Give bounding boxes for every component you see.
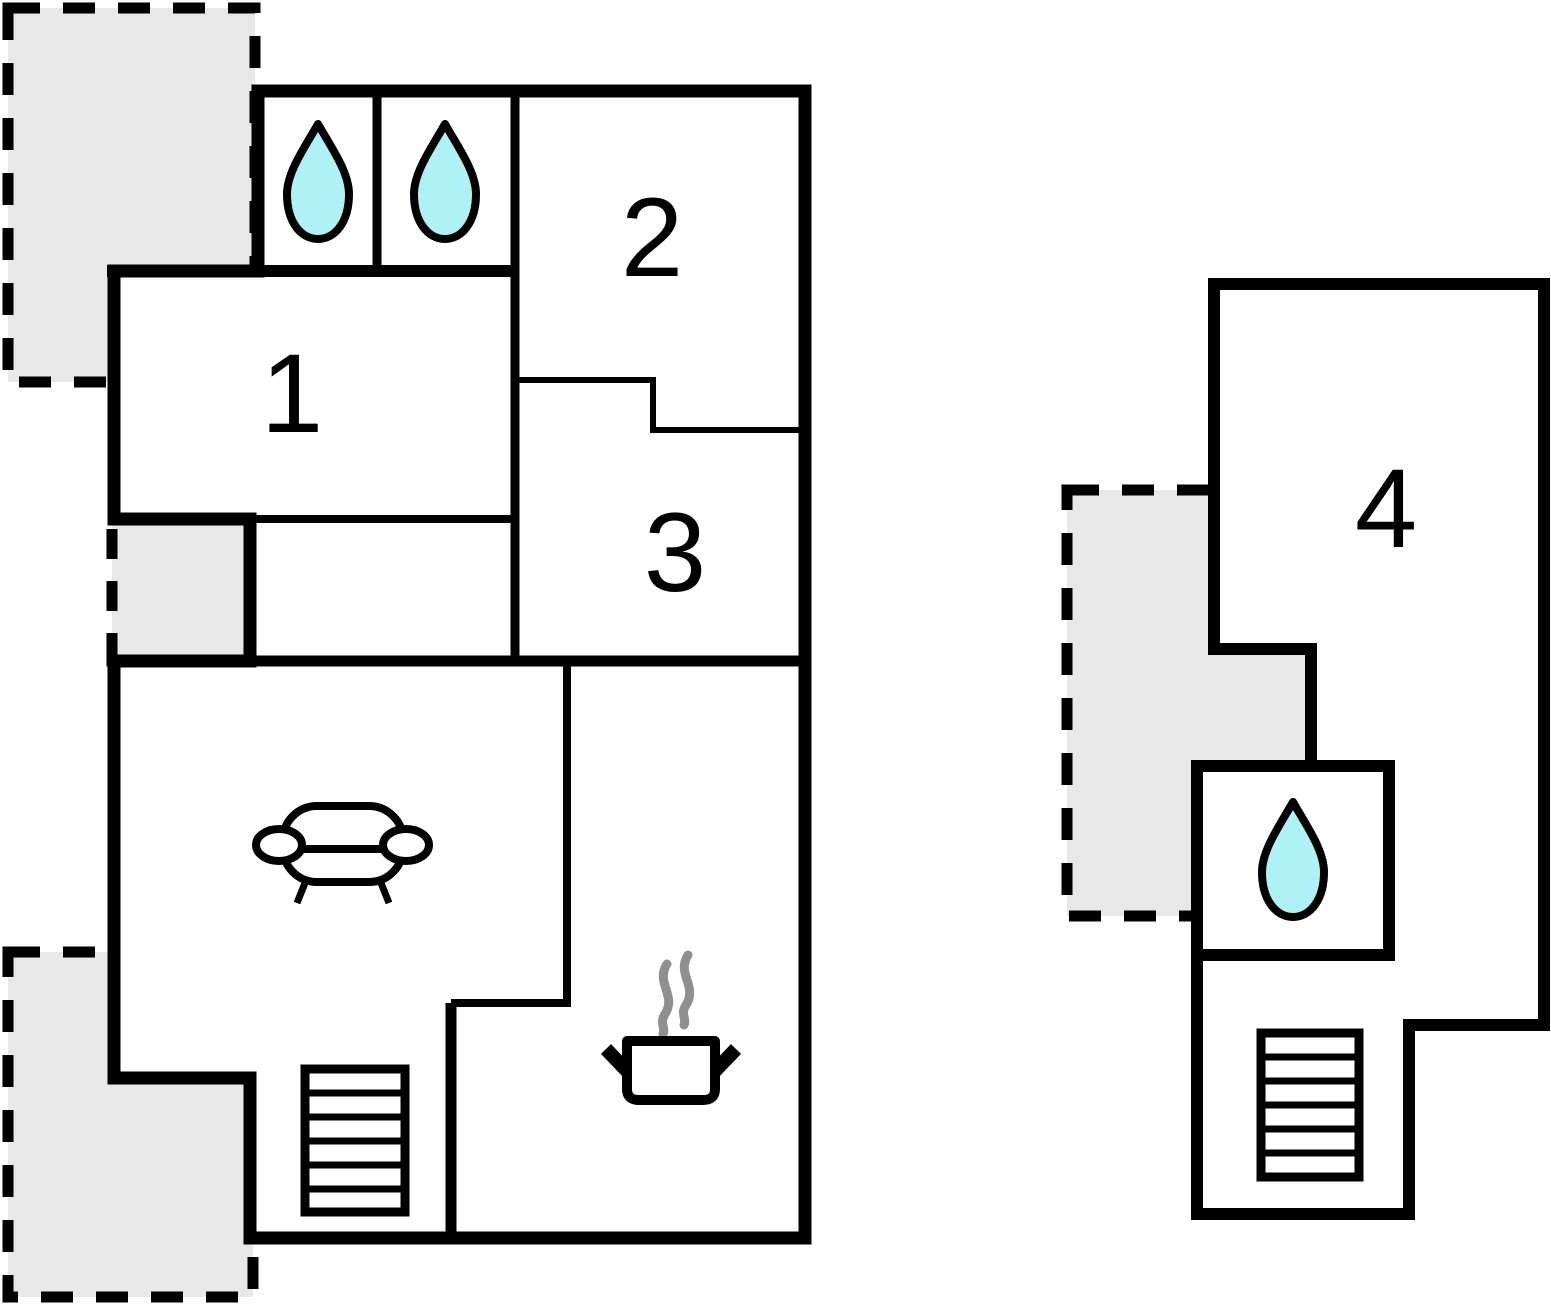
steam-icon — [658, 950, 695, 1039]
sofa-icon — [252, 802, 433, 905]
stairs-icon-main — [300, 1064, 410, 1217]
room-label-2: 2 — [621, 175, 683, 300]
water-drop-icon — [1258, 798, 1328, 921]
building-annex-outline — [1191, 278, 1550, 1220]
sofa-armrest-right — [379, 825, 433, 865]
wall-room-2-3-divider — [515, 377, 805, 433]
pot-body — [622, 1036, 720, 1105]
stairs-treads — [305, 1089, 405, 1193]
water-drop-shape — [283, 120, 353, 243]
terrace-mid-left — [106, 513, 256, 667]
wall-annex-bathroom — [1191, 760, 1395, 961]
stairs-treads — [1261, 1053, 1359, 1157]
water-drop-shape — [1258, 798, 1328, 921]
room-label-4: 4 — [1355, 446, 1417, 571]
water-drop-shape — [410, 120, 480, 243]
water-drop-icon — [410, 120, 480, 243]
sofa-armrest-left — [252, 825, 306, 865]
sofa-legs — [293, 881, 393, 905]
building-main — [107, 84, 812, 1245]
stove-pot-icon — [600, 950, 742, 1105]
stairs-icon-annex — [1256, 1028, 1364, 1182]
wall-kitchen-divider-upper — [451, 661, 571, 1007]
building-annex — [1191, 278, 1550, 1220]
water-drop-icon — [283, 120, 353, 243]
room-label-1: 1 — [261, 331, 323, 456]
room-label-3: 3 — [644, 490, 706, 615]
